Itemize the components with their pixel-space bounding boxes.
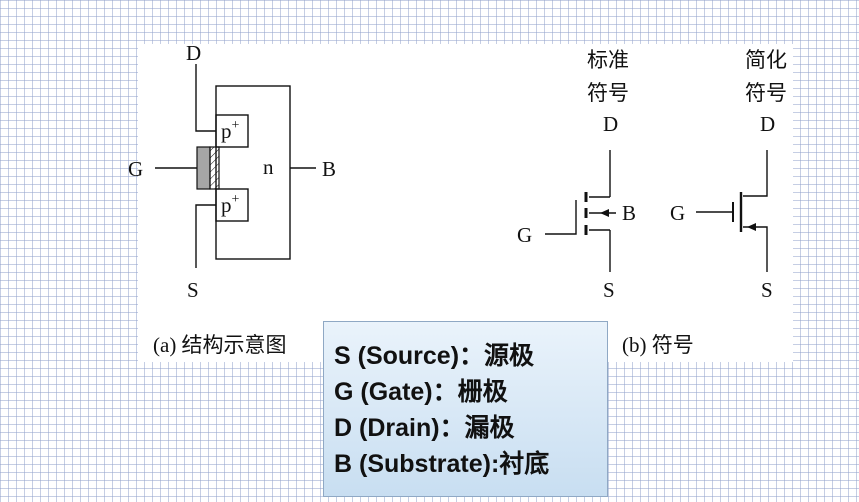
standard-symbol-title-1: 标准: [587, 48, 629, 72]
drawing-panel: [138, 44, 793, 362]
structure-caption: (a) 结构示意图: [153, 333, 287, 357]
structure-diagram: D G S B n p+ p+: [128, 41, 336, 302]
standard-symbol-title-2: 符号: [587, 81, 629, 105]
source-wire: [195, 204, 216, 268]
struct-bulk-label: B: [322, 157, 336, 181]
legend-item-substrate: B (Substrate):衬底: [334, 450, 550, 478]
simp-gate-label: G: [670, 201, 685, 225]
simp-source-arrow-icon: [747, 223, 756, 231]
drain-wire: [195, 64, 216, 132]
struct-drain-label: D: [186, 41, 201, 65]
symbols-caption: (b) 符号: [622, 333, 694, 357]
simplified-symbol-title-2: 符号: [745, 81, 787, 105]
simp-drain-lead: [743, 150, 768, 197]
struct-source-label: S: [187, 278, 199, 302]
simp-source-label: S: [761, 278, 773, 302]
top-p-region-label: p+: [221, 118, 240, 143]
std-drain-label: D: [603, 112, 618, 136]
gate-electrode: [196, 146, 211, 190]
simplified-symbol: 简化 符号 D G S: [670, 48, 787, 302]
terminal-legend: S (Source)：源极 G (Gate)：栅极 D (Drain)：漏极 B…: [323, 321, 608, 497]
simp-drain-label: D: [760, 112, 775, 136]
legend-item-source: S (Source)：源极: [334, 342, 535, 370]
std-source-label: S: [603, 278, 615, 302]
legend-item-gate: G (Gate)：栅极: [334, 378, 508, 406]
std-gate-wire: [545, 200, 577, 235]
substrate-type-label: n: [263, 155, 274, 179]
legend-item-drain: D (Drain)：漏极: [334, 414, 515, 442]
gate-oxide: [209, 146, 220, 190]
bottom-p-region-label: p+: [221, 192, 240, 217]
std-gate-label: G: [517, 223, 532, 247]
std-bulk-label: B: [622, 201, 636, 225]
struct-gate-label: G: [128, 157, 143, 181]
std-bulk-arrow-icon: [600, 209, 609, 217]
simplified-symbol-title-1: 简化: [745, 48, 787, 72]
standard-symbol: 标准 符号 D G S B: [517, 48, 636, 302]
